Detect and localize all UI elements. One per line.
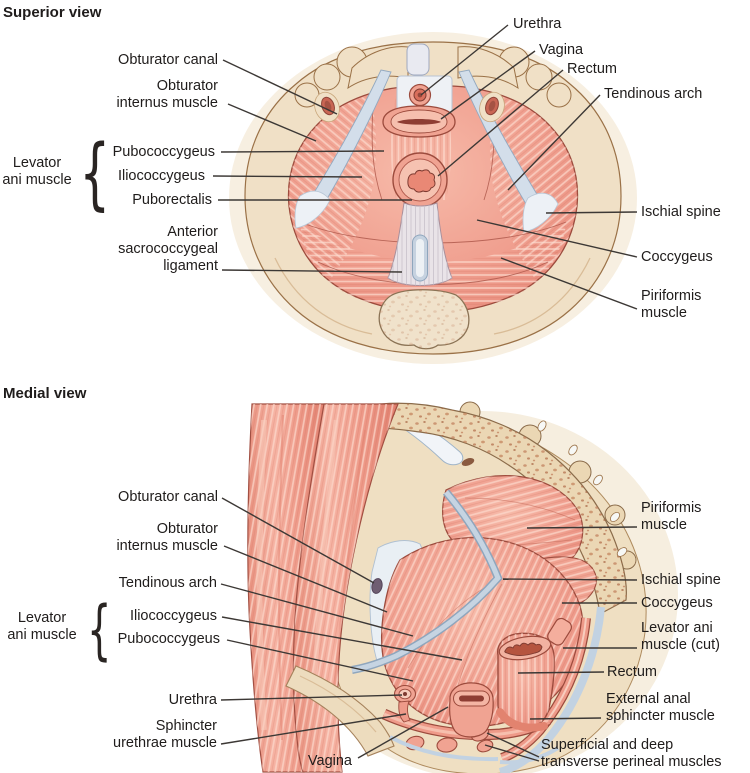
label-sphincter-urethrae-med: Sphincter urethrae muscle — [113, 718, 217, 751]
external-anal-sphincter-medial — [496, 708, 548, 732]
label-coccygeus-med: Coccygeus — [641, 595, 713, 611]
label-vagina-sup: Vagina — [539, 42, 584, 58]
label-sacrococcygeal-ligament: Anterior sacrococcygeal ligament — [118, 224, 218, 274]
leader-piriformis-med — [526, 526, 638, 529]
rectum-medial — [497, 632, 555, 730]
label-piriformis-med: Piriformis muscle — [641, 500, 702, 533]
leader-obturator-internus-sup — [227, 103, 317, 142]
label-levator-ani-group-med: Levator ani muscle — [7, 610, 77, 643]
sacral-tubercles — [537, 420, 628, 557]
label-urethra-med: Urethra — [168, 692, 217, 708]
urethra-superior — [408, 83, 432, 107]
label-obturator-canal-sup: Obturator canal — [118, 52, 218, 68]
leader-tendinous-arch-sup — [507, 94, 601, 191]
leader-sphincter-urethrae-med — [220, 713, 407, 745]
label-coccygeus-sup: Coccygeus — [641, 249, 713, 265]
vagina-superior — [382, 105, 456, 138]
label-iliococcygeus-sup: Iliococcygeus — [117, 168, 205, 184]
leader-iliococcygeus-sup — [212, 175, 363, 178]
label-pubococcygeus-med: Pubococcygeus — [117, 631, 220, 647]
sacrococcygeal-ligament — [387, 202, 453, 286]
label-puborectalis-sup: Puborectalis — [132, 192, 212, 208]
label-piriformis-sup: Piriformis muscle — [641, 288, 702, 321]
pubic-symphysis — [406, 43, 430, 76]
obturator-canal-right — [479, 91, 505, 123]
superior-view-figure — [229, 32, 637, 364]
label-pubococcygeus-sup: Pubococcygeus — [112, 144, 215, 160]
label-tendinous-arch-sup: Tendinous arch — [604, 86, 703, 102]
coccyx-bone — [378, 289, 470, 350]
medial-view-figure — [247, 401, 678, 773]
leader-pubococcygeus-med — [226, 639, 414, 682]
leader-ischial-spine-sup — [545, 211, 638, 214]
leader-ischial-spine-med — [502, 578, 638, 581]
rectum-superior — [392, 152, 448, 208]
tendinous-arch-medial — [351, 489, 503, 674]
pubic-ramus-bone — [285, 665, 395, 757]
urethra-medial — [393, 684, 417, 723]
leader-perineal-2 — [484, 744, 540, 762]
leader-obturator-canal-sup — [222, 59, 338, 115]
obturator-canal-left — [314, 91, 340, 123]
leader-tendinous-arch-med — [220, 583, 414, 637]
leader-coccygeus-sup — [476, 219, 638, 258]
label-obturator-internus-sup: Obturator internus muscle — [116, 78, 218, 111]
leader-obturator-canal-med — [221, 497, 375, 584]
label-iliococcygeus-med: Iliococcygeus — [129, 608, 217, 624]
fascia-bottom-arcs — [389, 735, 560, 765]
leader-iliococcygeus-med — [221, 616, 463, 661]
label-ischial-spine-med: Ischial spine — [641, 572, 721, 588]
leader-lines — [212, 24, 638, 762]
label-tendinous-arch-med: Tendinous arch — [118, 575, 217, 591]
leader-urethra-sup — [420, 24, 509, 96]
leader-obturator-internus-med — [223, 545, 388, 613]
leader-rectum-sup — [437, 69, 564, 177]
label-obturator-canal-med: Obturator canal — [118, 489, 218, 505]
sphincter-urethrae — [398, 700, 411, 723]
leader-piriformis-sup — [500, 257, 638, 310]
leader-urethra-med — [220, 694, 403, 701]
label-levator-ani-cut-med: Levator ani muscle (cut) — [641, 620, 720, 653]
label-external-anal-sphincter-med: External anal sphincter muscle — [606, 691, 715, 724]
label-vagina-med: Vagina — [307, 753, 352, 769]
label-levator-ani-group-sup: Levator ani muscle — [2, 155, 72, 188]
medial-view-title: Medial view — [3, 385, 87, 402]
label-transverse-perineal-med: Superficial and deep transverse perineal… — [541, 737, 722, 770]
vagina-medial — [449, 682, 494, 738]
leader-pubococcygeus-sup — [220, 150, 385, 153]
leader-perineal-1 — [486, 732, 540, 758]
bone-shadow-right — [493, 257, 591, 335]
leader-sacrococcygeal-ligament — [221, 269, 403, 273]
leader-external-anal-sphincter-med — [529, 717, 602, 720]
label-obturator-internus-med: Obturator internus muscle — [116, 521, 218, 554]
fascia-patch-right — [522, 192, 559, 233]
obturator-canal-medial — [371, 578, 383, 594]
label-ischial-spine-sup: Ischial spine — [641, 204, 721, 220]
leader-rectum-med — [517, 671, 605, 674]
leader-vagina-sup — [440, 50, 536, 120]
label-urethra-sup: Urethra — [513, 16, 562, 32]
label-rectum-sup: Rectum — [567, 61, 617, 77]
leader-vagina-med — [357, 706, 449, 759]
label-rectum-med: Rectum — [607, 664, 657, 680]
superior-view-title: Superior view — [3, 4, 102, 21]
